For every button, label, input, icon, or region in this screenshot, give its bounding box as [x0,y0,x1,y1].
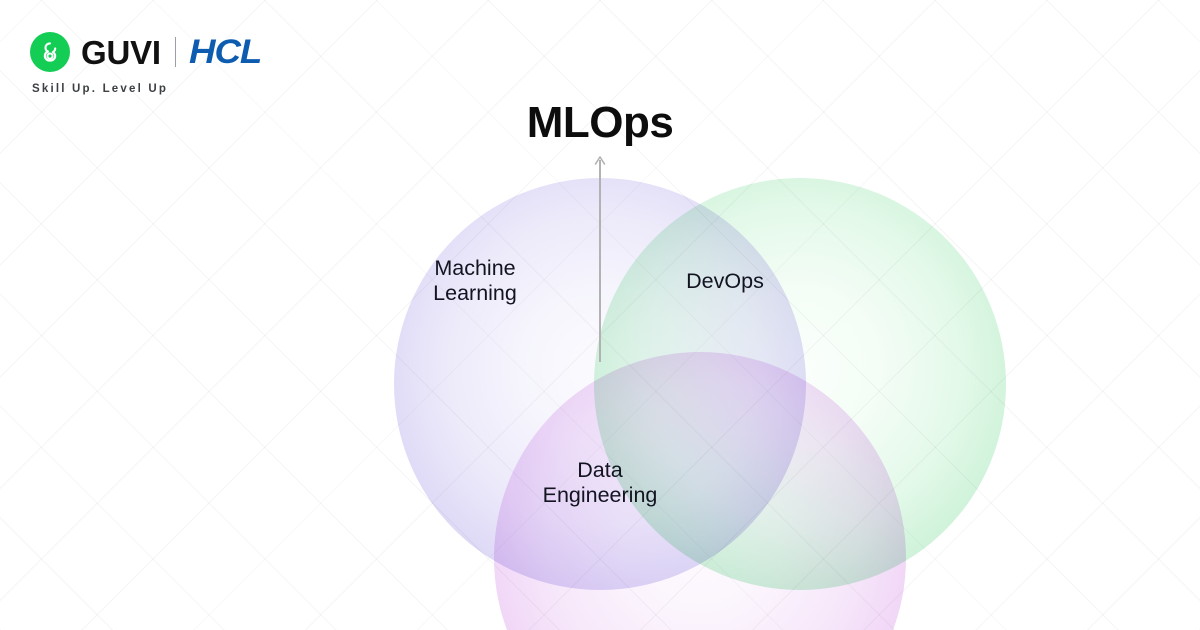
venn-label-data-engineering: Data Engineering [542,458,658,507]
guvi-g-mark-icon [30,32,70,72]
guvi-wordmark: GUVI [81,33,161,71]
brand-lockup: GUVI HCL Skill Up. Level Up [30,30,370,95]
hcl-wordmark: HCL [188,33,262,71]
brand-row: GUVI HCL [30,30,370,74]
brand-divider [174,37,176,67]
venn-label-devops: DevOps [686,269,764,293]
venn-label-machine-learning: Machine Learning [433,256,517,305]
brand-tagline: Skill Up. Level Up [32,83,169,95]
page-title: MLOps [526,98,674,147]
